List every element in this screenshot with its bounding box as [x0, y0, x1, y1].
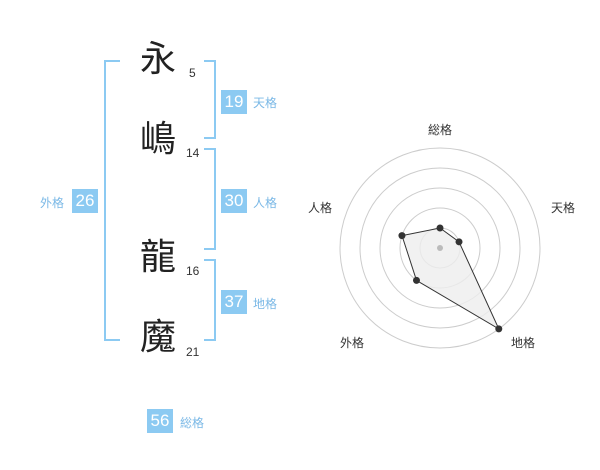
radar-axis-label-jinkaku: 人格 [308, 201, 333, 215]
soukaku-value: 56 [147, 409, 173, 433]
radar-center [437, 245, 443, 251]
radar-ring [379, 187, 501, 309]
radar-axis-label-soukaku: 総格 [428, 123, 453, 137]
radar-point-3 [412, 276, 420, 284]
gaikaku-value: 26 [72, 189, 98, 213]
soukaku-label: 総格 [180, 416, 205, 430]
radar-axis-label-tenkaku: 天格 [551, 201, 576, 215]
radar-point-1 [455, 238, 463, 246]
chikaku-bracket [204, 259, 216, 341]
tenkaku-bracket [204, 60, 216, 139]
radar-point-2 [495, 325, 503, 333]
radar-axis-label-gaikaku: 外格 [340, 336, 365, 350]
radar-polygon [401, 227, 500, 331]
name-char-3: 龍 [140, 237, 177, 278]
chikaku-value: 37 [221, 290, 247, 314]
gaikaku-label: 外格 [40, 196, 65, 210]
name-char-1: 永 [140, 39, 177, 80]
radar-point-4 [398, 232, 406, 240]
stroke-count-3: 16 [186, 264, 200, 278]
jinkaku-label: 人格 [253, 196, 278, 210]
tenkaku-value: 19 [221, 90, 247, 114]
stroke-count-1: 5 [189, 66, 196, 80]
radar-axis-label-chikaku: 地格 [511, 336, 536, 350]
chikaku-label: 地格 [253, 297, 278, 311]
radar-point-0 [436, 224, 444, 232]
radar-ring [359, 167, 521, 329]
jinkaku-bracket [204, 148, 216, 250]
name-char-2: 嶋 [140, 119, 177, 160]
radar-ring [339, 147, 541, 349]
stroke-count-4: 21 [186, 345, 200, 359]
stroke-count-2: 14 [186, 146, 200, 160]
gaikaku-bracket [104, 60, 120, 341]
jinkaku-value: 30 [221, 189, 247, 213]
tenkaku-label: 天格 [253, 96, 278, 110]
name-char-4: 魔 [140, 317, 177, 358]
